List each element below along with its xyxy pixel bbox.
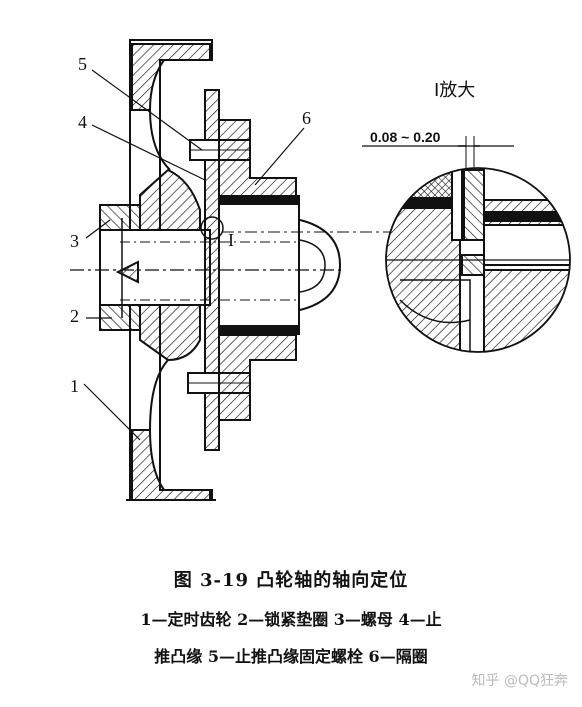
figure-caption-title: 图 3-19 凸轮轴的轴向定位 [173,570,409,591]
detail-marker-circle [200,216,224,240]
figure-legend-line-1: 1—定时齿轮 2—锁紧垫圈 3—螺母 4—止 [140,610,442,629]
callout-5: 5 [78,54,87,74]
callout-4: 4 [78,112,87,132]
watermark: 知乎 @QQ狂奔 [471,673,569,689]
callout-2: 2 [70,306,79,326]
zoom-title: I放大 [434,80,475,101]
clearance-dimension: 0.08 ~ 0.20 [370,129,441,145]
cylinder-block [218,119,342,421]
callout-detail-I: I [228,230,234,250]
zoom-detail: I放大 0.08 ~ 0.20 [362,80,571,353]
gear-hub [99,168,211,362]
callout-3: 3 [70,231,79,251]
timing-gear [126,39,216,501]
technical-drawing: 5 4 3 2 1 6 I I放大 0.08 ~ 0.20 [70,39,571,501]
callout-1: 1 [70,376,79,396]
leader-lines [83,69,305,441]
callout-6: 6 [302,108,311,128]
figure-legend-line-2: 推凸缘 5—止推凸缘固定螺栓 6—隔圈 [154,647,428,666]
